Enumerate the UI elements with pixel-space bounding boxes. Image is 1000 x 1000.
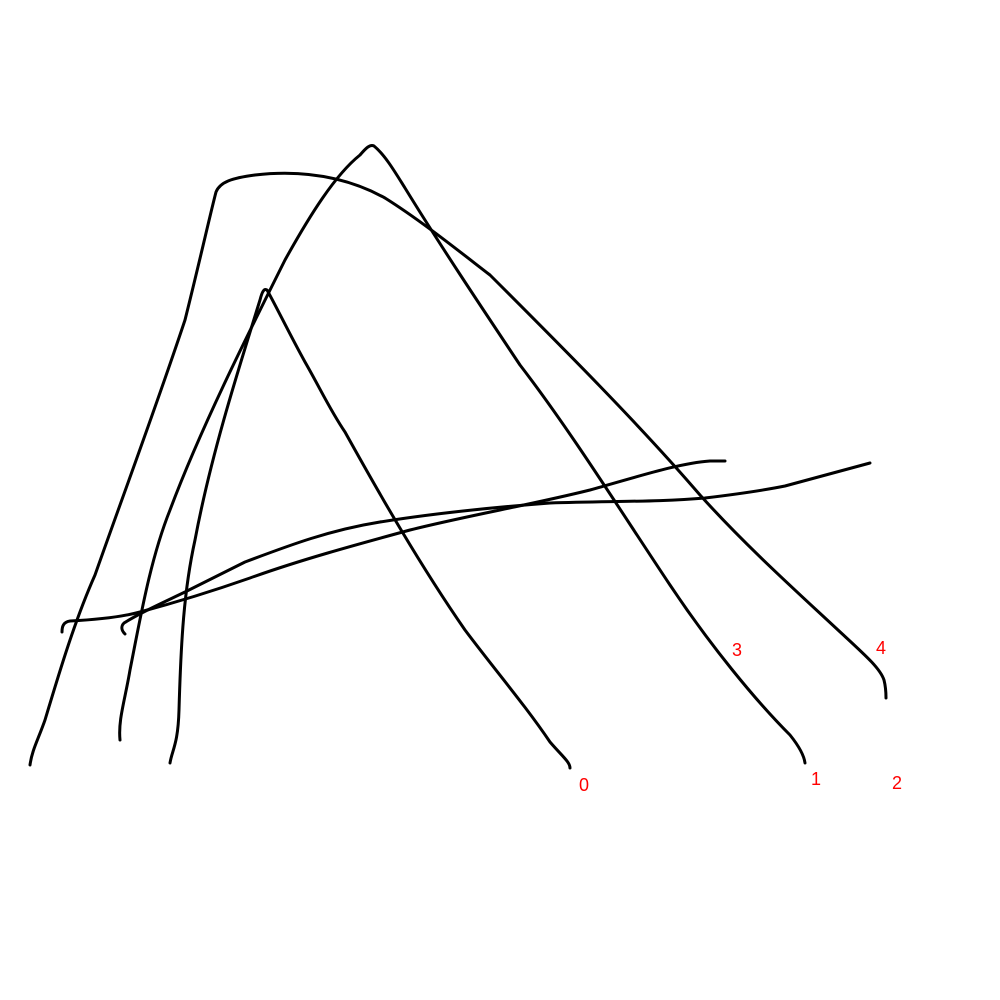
- stroke-label-1: 1: [811, 769, 821, 789]
- stroke-3: [60, 459, 727, 634]
- stroke-label-2: 2: [892, 773, 902, 793]
- stroke-4: [120, 461, 872, 636]
- stroke-0: [168, 288, 572, 770]
- stroke-label-3: 3: [732, 640, 742, 660]
- stroke-1: [118, 144, 807, 765]
- stroke-2: [28, 171, 888, 767]
- stroke-label-0: 0: [579, 775, 589, 795]
- stroke-label-4: 4: [876, 638, 886, 658]
